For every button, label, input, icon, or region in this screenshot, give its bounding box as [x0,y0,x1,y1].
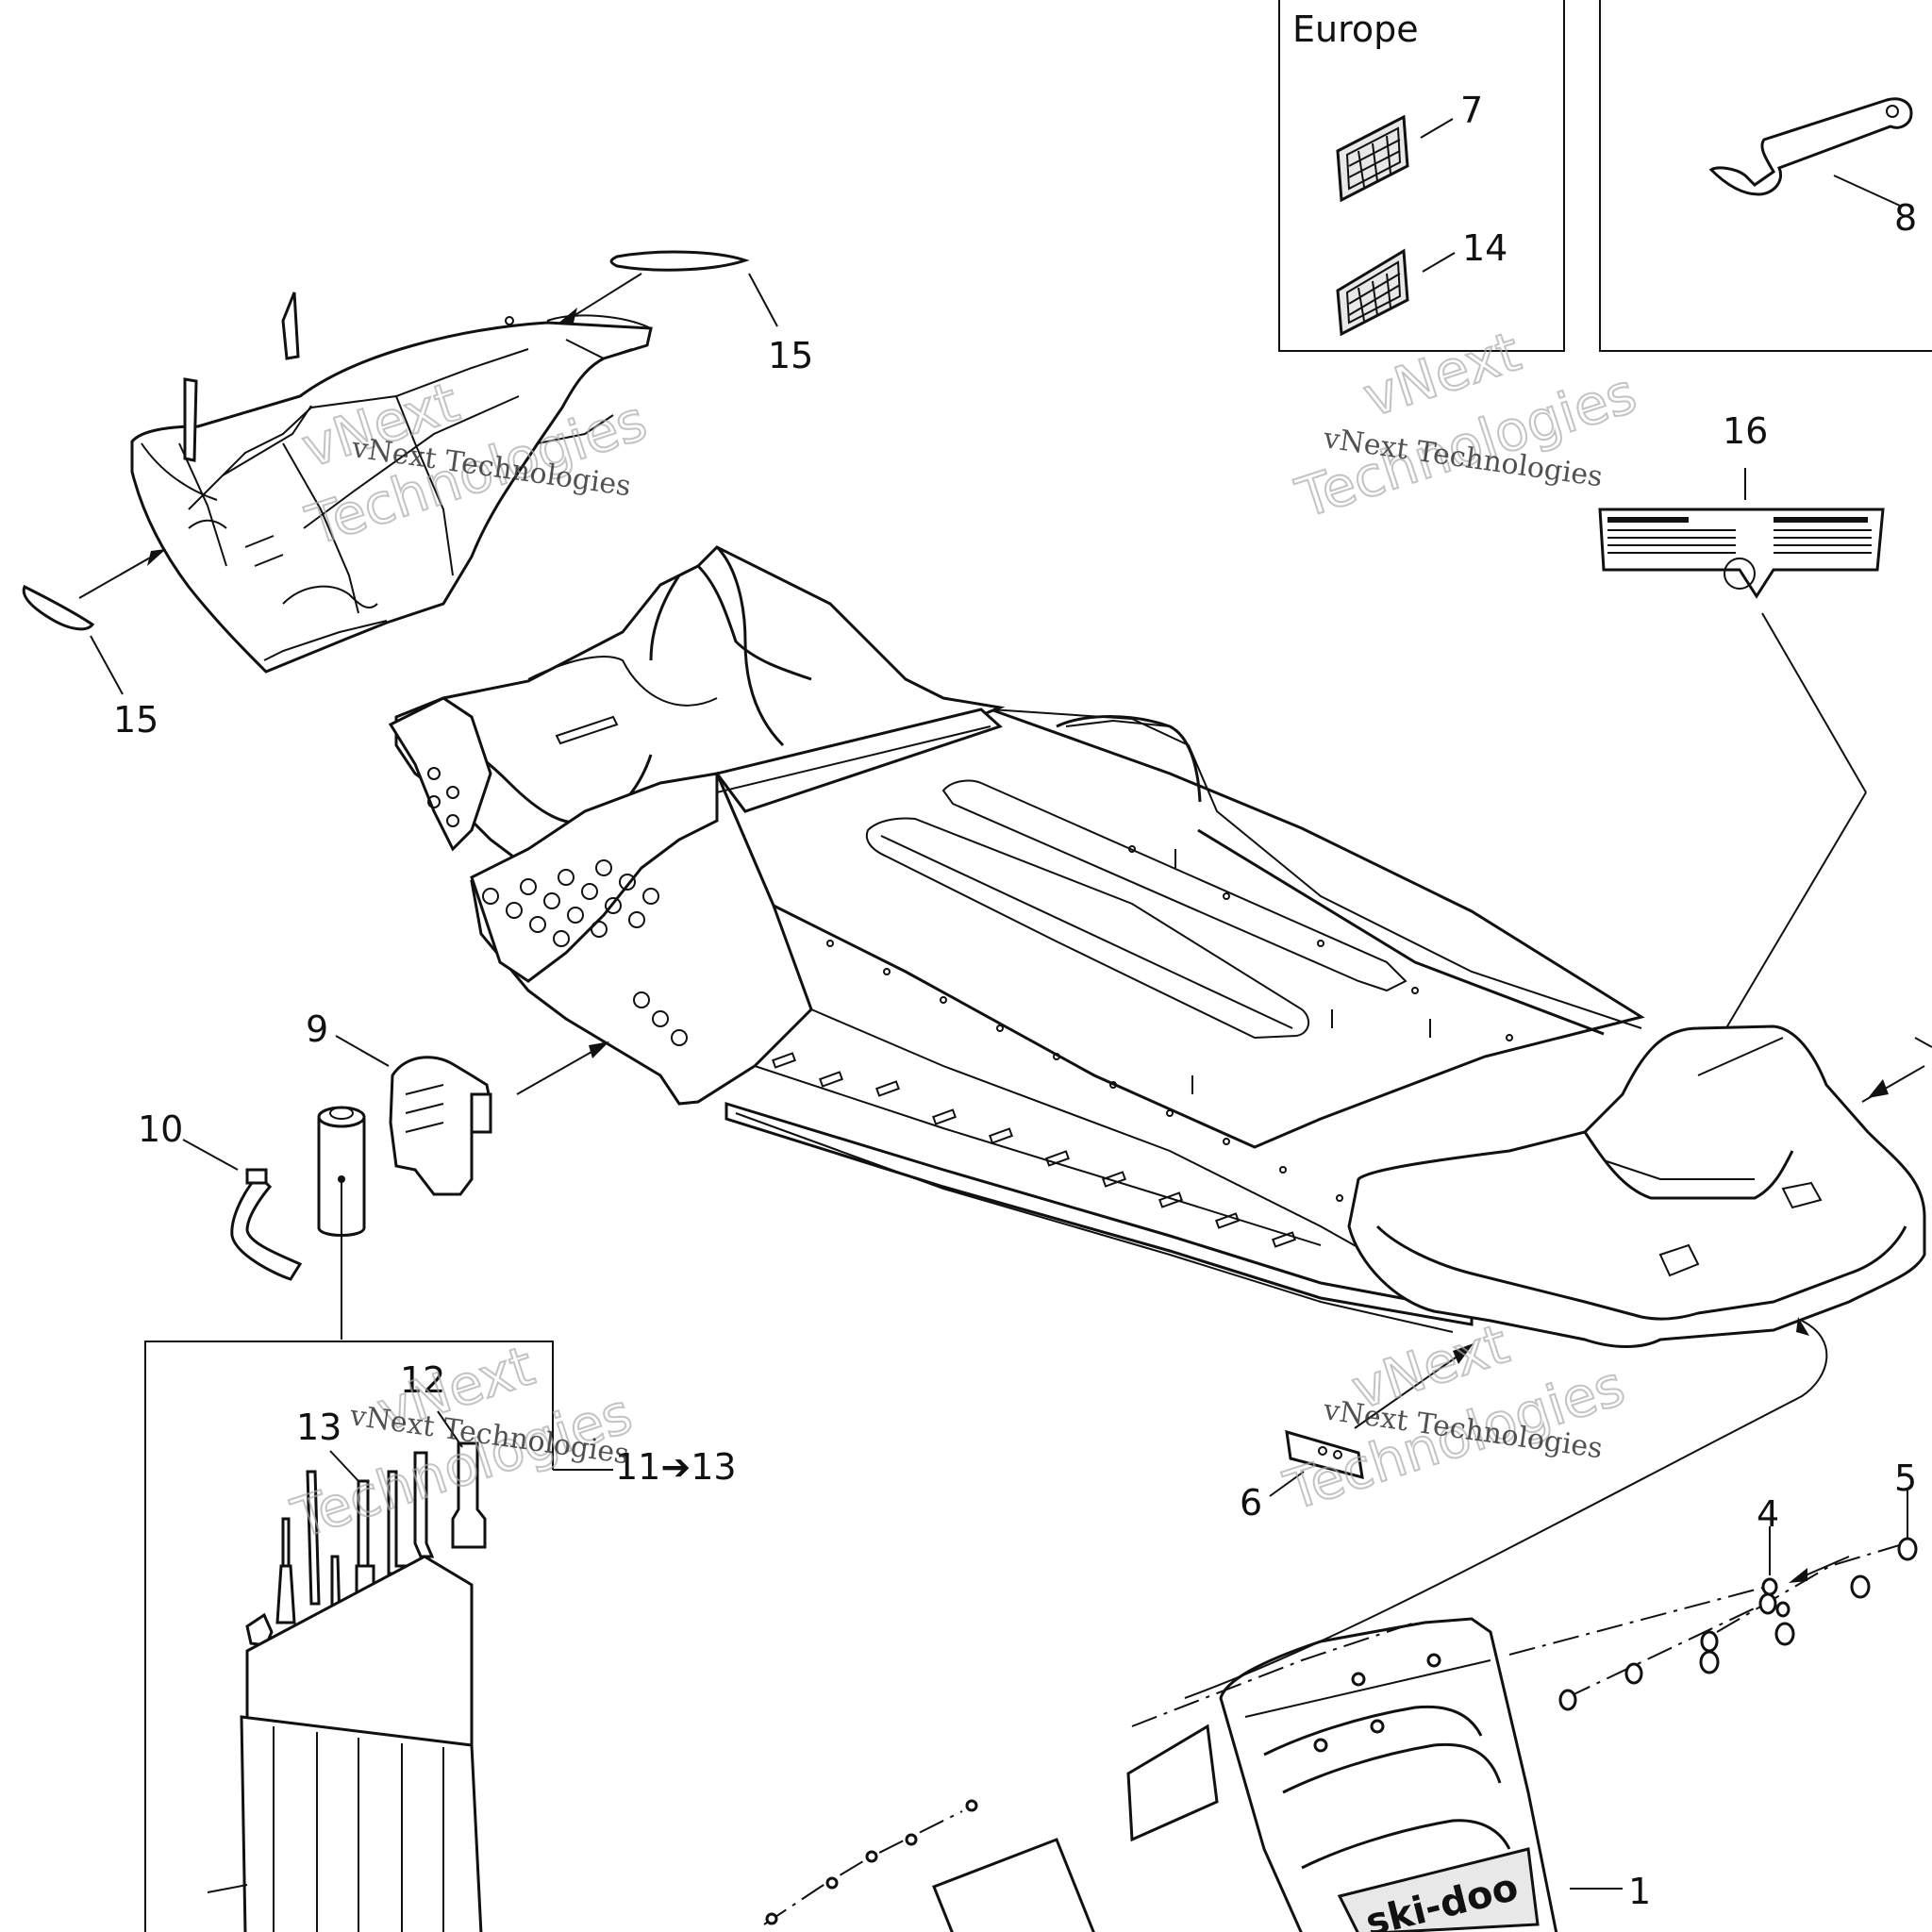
decal-part-14 [1336,248,1409,337]
callout-9-top: 9 [306,1008,328,1050]
spanner-wrench-part-8 [1708,97,1913,196]
front-panel-part-1: ski-doo [1219,1617,1558,1932]
tool-pouch [207,1555,483,1932]
callout-15-top: 15 [768,335,813,376]
fastener-set-part-4-5 [1508,1537,1918,1711]
nose-pan-assembly [130,291,653,674]
rear-bumper [1347,1024,1926,1348]
gasket-oval-part-15-left [22,584,95,631]
callout-7: 7 [1460,90,1483,131]
callout-1: 1 [1628,1871,1651,1912]
callout-11-to-13: 11➔13 [615,1446,737,1488]
inset-tool-box [1599,0,1932,352]
handle-tool [306,1470,321,1606]
warning-decal-part-16 [1598,508,1885,599]
callout-15-left: 15 [113,699,158,741]
toolkit-box [144,1341,613,1932]
callout-8: 8 [1894,197,1917,239]
callout-6: 6 [1240,1482,1262,1524]
open-wrench-tool [413,1451,435,1558]
chassis-frame [388,545,1645,1333]
watermark-top-right: vNext Technologies [1288,318,1644,531]
callout-13: 13 [296,1407,341,1448]
strap-part-10 [230,1168,303,1281]
spark-plug-socket-tool [451,1441,487,1549]
inset-europe-box: Europe [1278,0,1565,352]
screwdriver-tool [275,1517,296,1624]
callout-16: 16 [1723,410,1768,452]
callout-12: 12 [400,1359,445,1401]
cylinder-part-9 [317,1106,366,1237]
tool-bag-part-9 [389,1056,492,1196]
gasket-oval-part-15-top [609,250,750,272]
callout-4: 4 [1757,1493,1779,1535]
callout-14: 14 [1462,227,1507,269]
callout-5: 5 [1894,1457,1917,1499]
inset-europe-label: Europe [1292,8,1419,50]
windshield-plate [932,1724,1219,1932]
decal-part-7 [1336,114,1409,203]
callout-10: 10 [138,1108,183,1150]
bracket-part-6 [1285,1429,1364,1480]
